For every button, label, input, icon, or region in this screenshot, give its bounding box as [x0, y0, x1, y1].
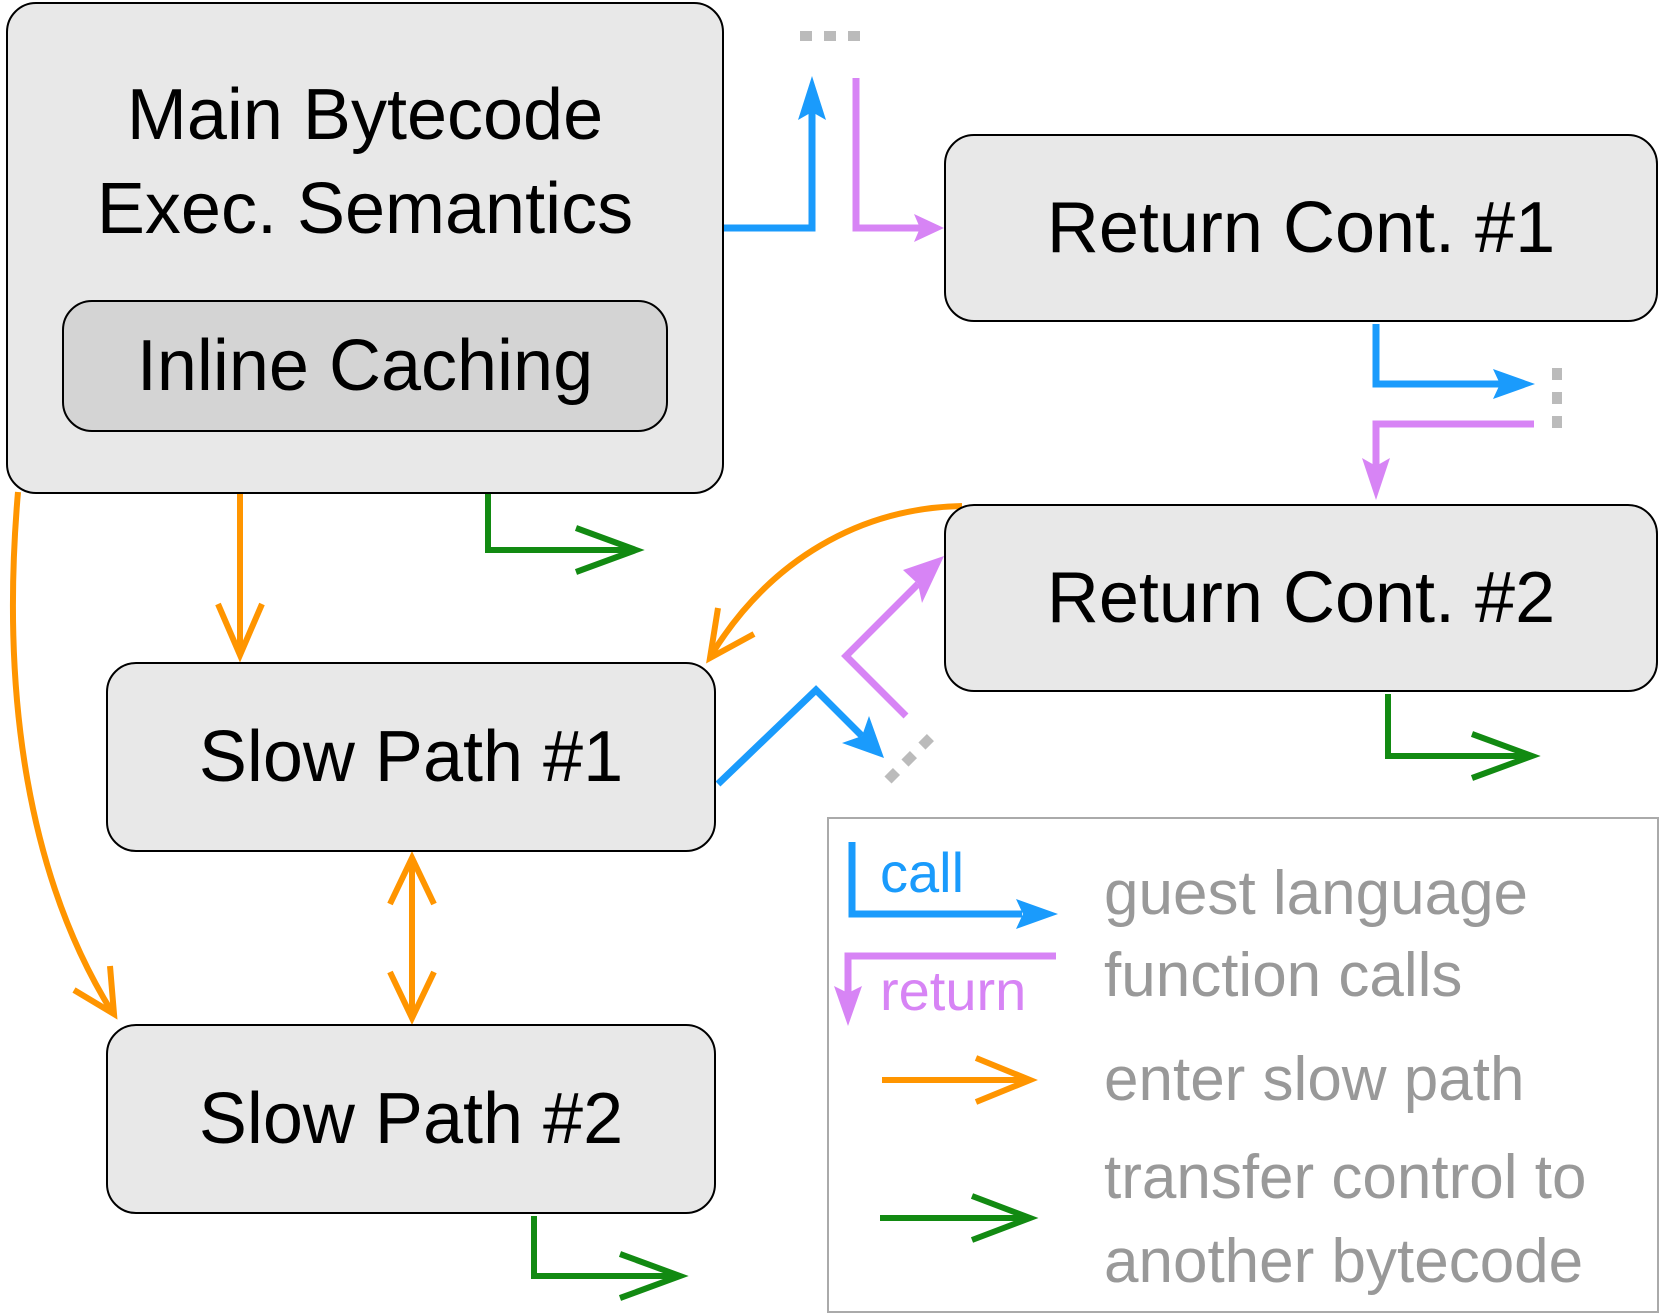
- slow-path-1-label: Slow Path #1: [198, 716, 624, 797]
- main-to-slow1-arrow: [215, 494, 265, 663]
- cont2-transfer-arrow: [1385, 694, 1541, 781]
- main-to-slow2-arrow: [10, 491, 118, 1020]
- ellipsis-mid: [884, 728, 940, 784]
- legend-slow-arrow: [882, 1055, 1038, 1105]
- slow1-call-arrow: [715, 685, 884, 787]
- return-cont-1-label: Return Cont. #1: [1046, 187, 1556, 268]
- main-transfer-arrow: [485, 494, 645, 575]
- slow-path-2-box: Slow Path #2: [106, 1024, 716, 1214]
- legend-box: [827, 817, 1659, 1313]
- cont2-to-slow1-arrow: [706, 503, 963, 664]
- return-cont-1-box: Return Cont. #1: [944, 134, 1658, 322]
- legend-transfer-line2: another bytecode: [1104, 1227, 1584, 1296]
- cont1-call-arrow: [1372, 324, 1535, 399]
- legend-call-arrow: [848, 842, 1058, 929]
- main-bytecode-box: Main Bytecode Exec. Semantics Inline Cac…: [6, 2, 724, 494]
- inline-caching-box: Inline Caching: [62, 300, 668, 432]
- return-to-cont2-from-slow-arrow: [841, 556, 944, 719]
- main-title-line2: Exec. Semantics: [96, 169, 634, 249]
- return-cont-2-label: Return Cont. #2: [1046, 557, 1556, 638]
- inline-caching-label: Inline Caching: [136, 326, 594, 406]
- slow2-transfer-arrow: [531, 1216, 689, 1301]
- legend-return-arrow: [834, 952, 1056, 1026]
- main-bytecode-title: Main Bytecode Exec. Semantics: [8, 68, 722, 256]
- return-to-cont2-arrow: [1362, 420, 1534, 500]
- return-cont-2-box: Return Cont. #2: [944, 504, 1658, 692]
- legend-calls-line1: guest language: [1104, 859, 1529, 928]
- return-to-cont1-arrow: [852, 78, 944, 242]
- main-title-line1: Main Bytecode: [126, 75, 604, 155]
- legend-return-label: return: [880, 959, 1027, 1022]
- legend-call-label: call: [880, 841, 965, 904]
- slow-path-2-label: Slow Path #2: [198, 1078, 624, 1159]
- legend-transfer-arrow: [880, 1193, 1039, 1243]
- slow-path-1-box: Slow Path #1: [106, 662, 716, 852]
- slow1-slow2-arrow: [387, 851, 437, 1025]
- main-call-arrow: [724, 76, 826, 232]
- legend-calls-line2: function calls: [1104, 941, 1463, 1010]
- legend-slow-label: enter slow path: [1104, 1045, 1525, 1114]
- legend-transfer-line1: transfer control to: [1104, 1143, 1587, 1212]
